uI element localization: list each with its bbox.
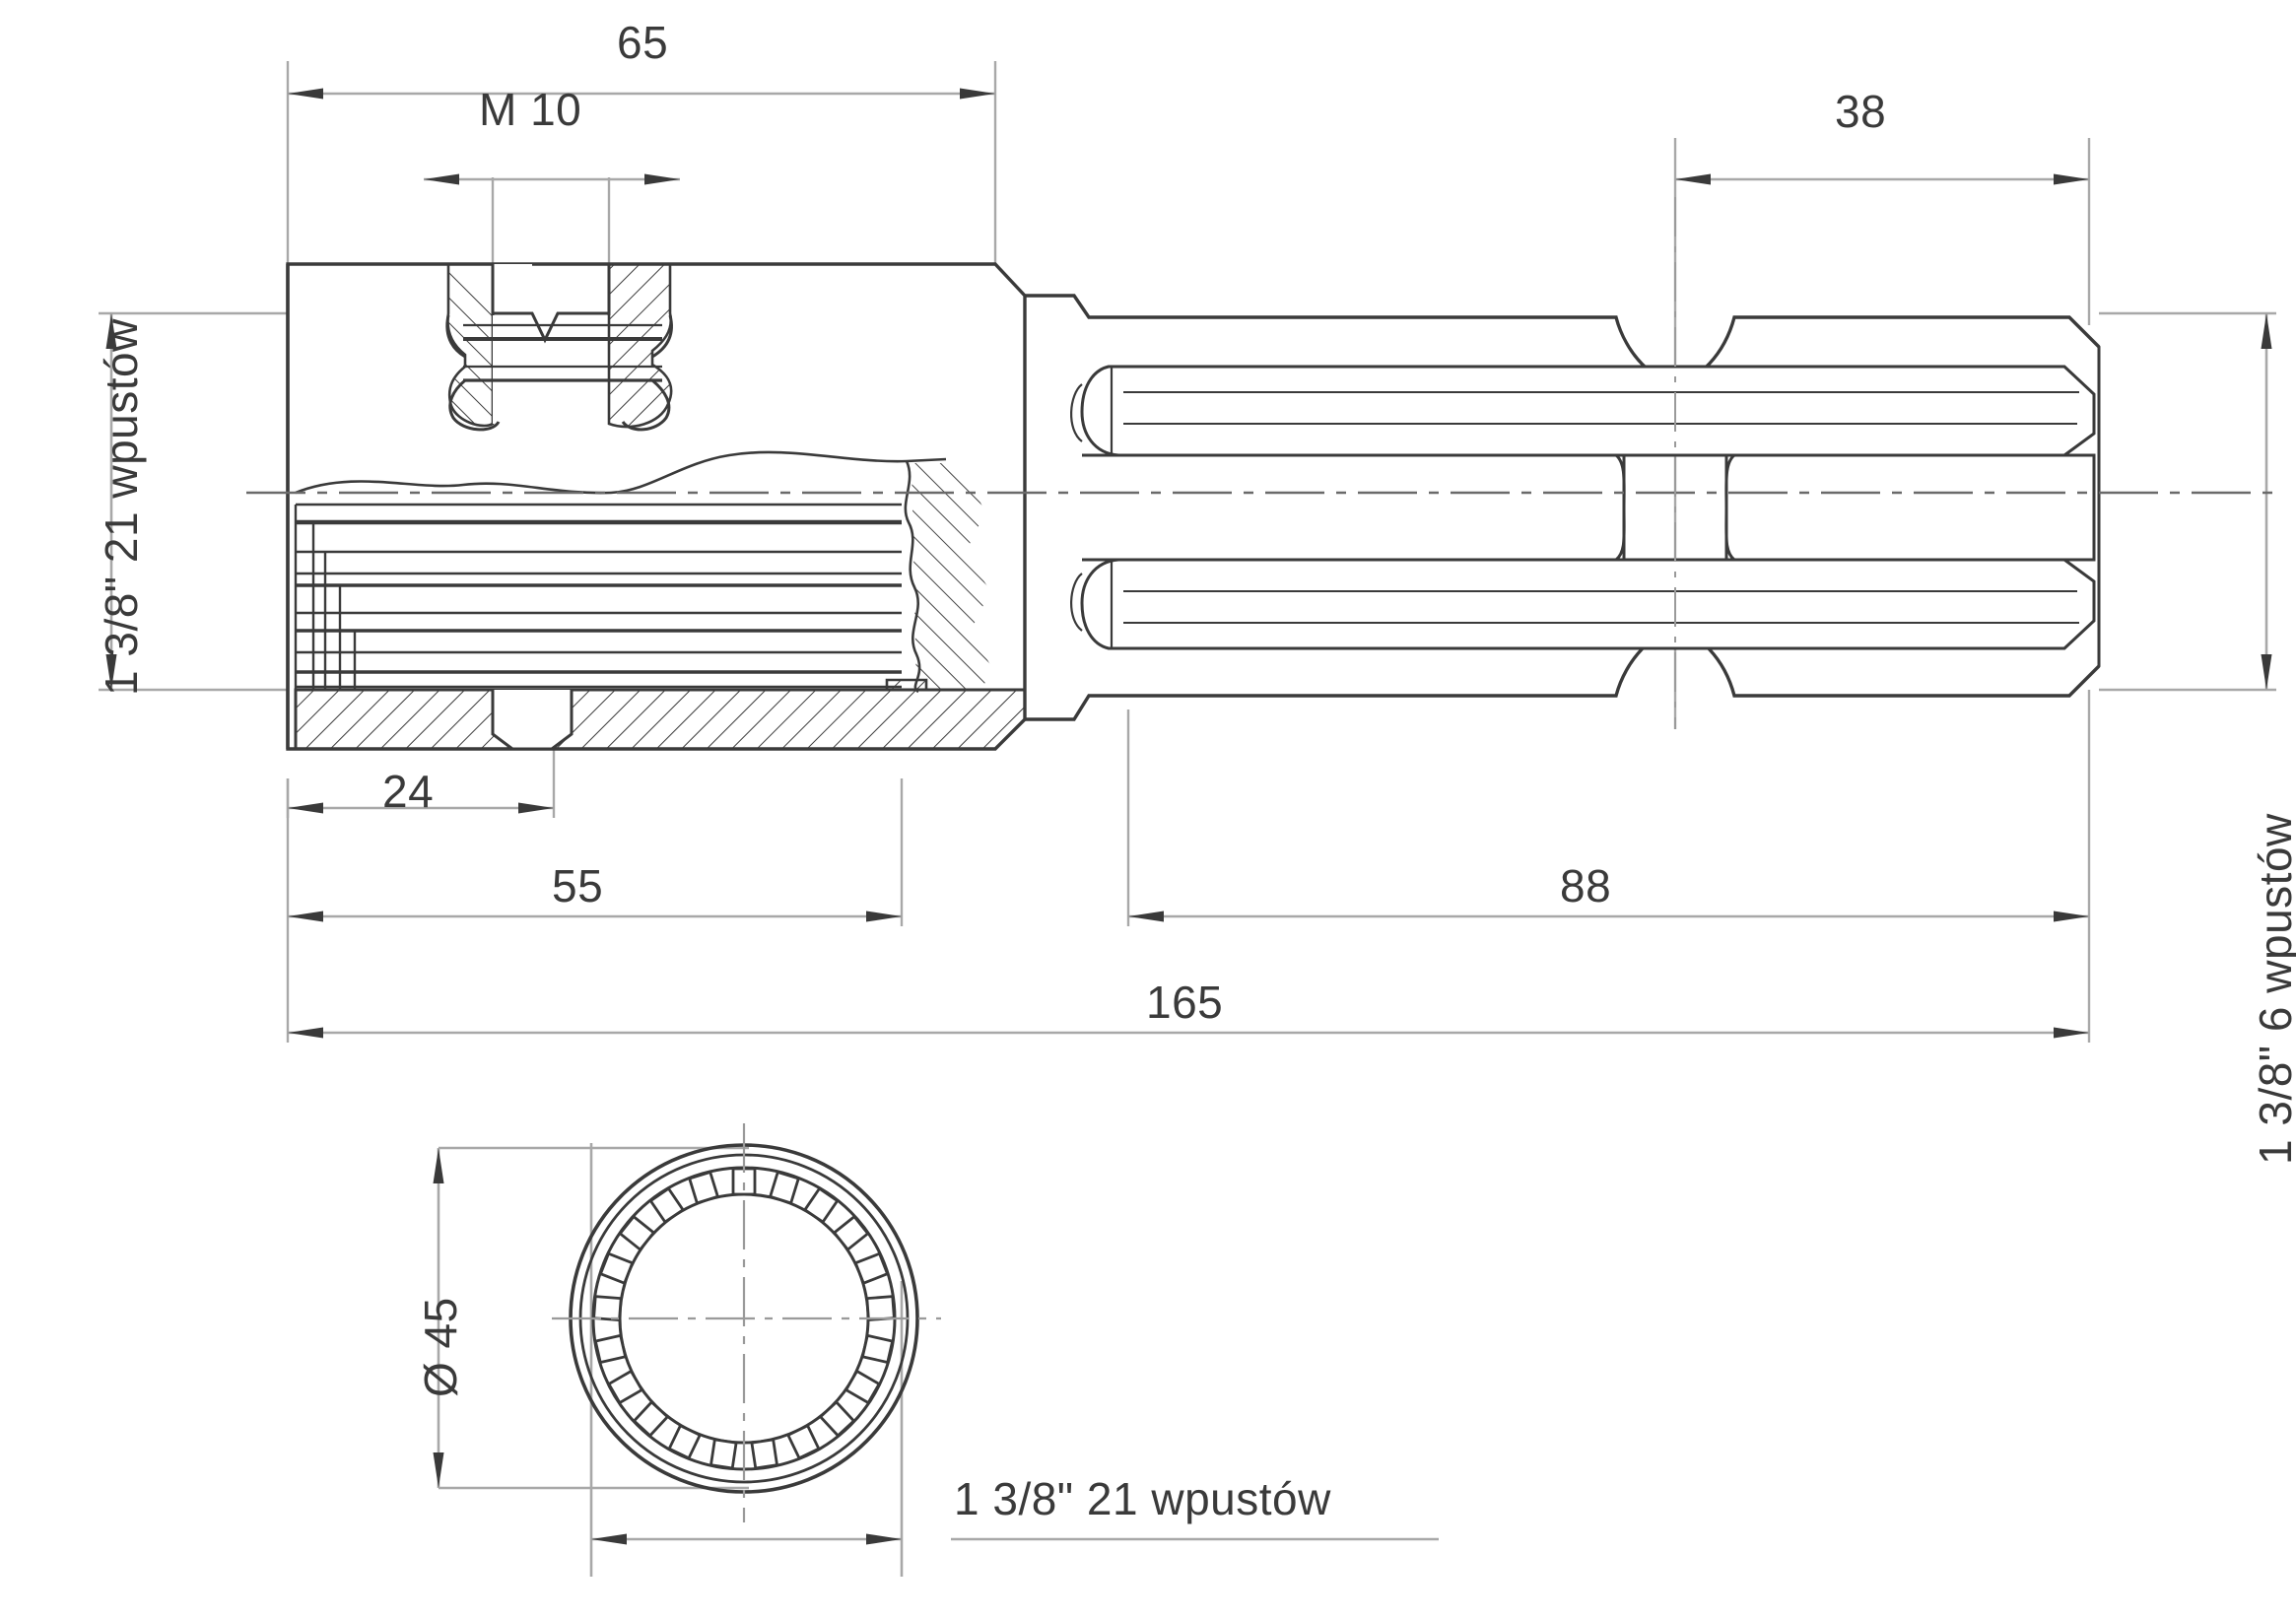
threaded-hole-detail [445, 264, 673, 432]
break-hatch [912, 463, 993, 690]
dim-label-m10: M 10 [479, 84, 582, 135]
thread-hatch-right [607, 264, 673, 429]
core-band-left [1082, 453, 1626, 562]
dim-label-55: 55 [552, 860, 604, 911]
dimension-arrows-layer [105, 88, 2272, 1577]
end-view-centerlines [552, 1123, 941, 1522]
lower-spline-band [1080, 558, 2096, 650]
dim-label-bottom-spline: 1 3/8" 21 wpustów [954, 1473, 1331, 1524]
dim-label-24: 24 [382, 766, 435, 817]
dim-label-right-spline: 1 3/8" 6 wpustów [2250, 813, 2296, 1165]
internal-spline-lines [294, 450, 993, 694]
dim-label-dia45: Ø 45 [415, 1297, 466, 1397]
bottom-keyway [491, 690, 574, 751]
dim-label-65: 65 [617, 17, 669, 68]
upper-spline-band [1080, 365, 2096, 457]
dim-label-38: 38 [1835, 86, 1887, 137]
spline-shaft [1025, 294, 2101, 721]
dim-label-left-spline: 1 3/8" 21 wpustów [96, 318, 147, 696]
end-view-splines [592, 1167, 896, 1470]
break-line-upper [295, 450, 947, 495]
core-band-right [1724, 453, 2096, 562]
dim-label-88: 88 [1560, 860, 1612, 911]
dim-label-165: 165 [1146, 977, 1224, 1028]
